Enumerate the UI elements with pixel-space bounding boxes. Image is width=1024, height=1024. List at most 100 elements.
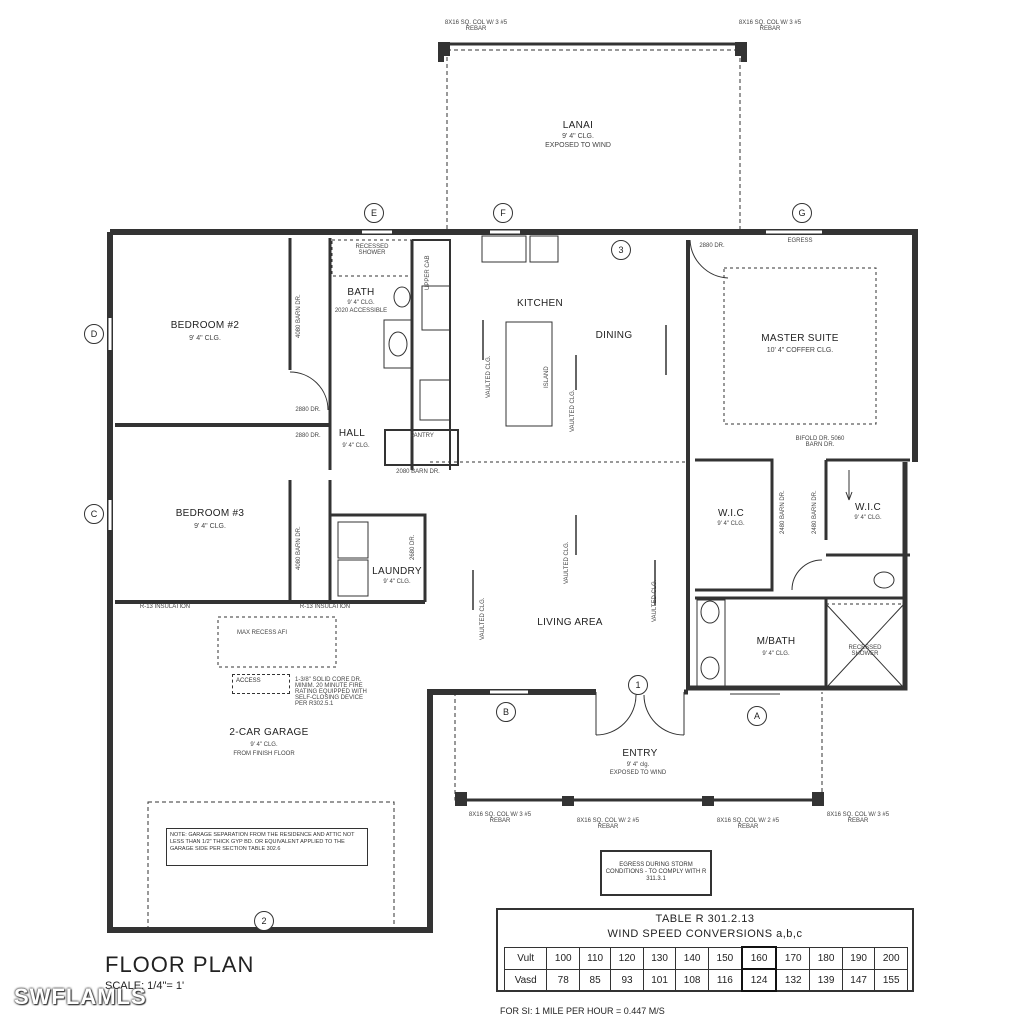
vult-label: Vult [503, 946, 548, 970]
kitchen-label: KITCHEN [517, 298, 563, 309]
max-recess-note: MAX RECESS AFI [236, 630, 288, 636]
door-marker-3: 3 [611, 240, 631, 260]
watermark-logo: SWFLAMLS [14, 984, 147, 1009]
dining-label: DINING [595, 330, 633, 341]
wic2-label: W.I.C [855, 502, 881, 513]
living-vaulted-note-1: VAULTED CLG. [480, 597, 486, 640]
entry-note: EXPOSED TO WIND [609, 770, 667, 776]
window-marker-d: D [84, 324, 104, 344]
vasd-cell: 155 [874, 968, 908, 992]
upper-cab-note: UPPER CAB [425, 255, 431, 290]
entry-ceiling: 9' 4" clg. [626, 762, 650, 768]
master-door-note: 2880 DR. [699, 243, 725, 249]
wic1-label: W.I.C [718, 508, 744, 519]
vult-cell: 180 [809, 946, 843, 970]
lanai-ceiling: 9' 4" CLG. [562, 133, 594, 140]
plan-title: FLOOR PLAN [105, 952, 255, 977]
vasd-cell: 108 [675, 968, 709, 992]
vult-cell: 120 [610, 946, 644, 970]
entry-col-note-1: 8X16 SQ. COL W/ 3 #5 REBAR [468, 812, 532, 824]
vasd-cell: 93 [610, 968, 644, 992]
hall-ceiling: 9' 4" CLG. [342, 443, 370, 449]
entry-label: ENTRY [622, 748, 658, 759]
wic2-ceiling: 9' 4" CLG. [854, 515, 882, 521]
vasd-cell: 132 [775, 968, 811, 992]
wic1-ceiling: 9' 4" CLG. [717, 521, 745, 527]
laundry-label: LAUNDRY [372, 566, 422, 577]
window-marker-b: B [496, 702, 516, 722]
vult-cell: 130 [642, 946, 677, 970]
bedroom2-door-note: 2880 DR. [295, 407, 321, 413]
wind-speed-table: TABLE R 301.2.13 WIND SPEED CONVERSIONS … [496, 908, 914, 992]
pantry-door-note: 2080 BARN DR. [396, 469, 440, 475]
master-suite-label: MASTER SUITE [761, 333, 839, 344]
mbath-ceiling: 9' 4" CLG. [762, 651, 790, 657]
vult-cell: 160 [740, 946, 778, 970]
egress-storm-note: EGRESS DURING STORM CONDITIONS - TO COMP… [600, 850, 712, 896]
vasd-cell: 147 [841, 968, 876, 992]
lanai-col-left-note: 8X16 SQ. COL W/ 3 #5 REBAR [444, 20, 508, 32]
vult-cell: 100 [546, 946, 581, 970]
vasd-cell: 101 [642, 968, 677, 992]
garage-insulation-left: R-13 INSULATION [139, 604, 191, 610]
bedroom2-closet-note: 4080 BARN DR. [296, 294, 302, 338]
vult-cell: 140 [675, 946, 709, 970]
garage-separation-note: NOTE: GARAGE SEPARATION FROM THE RESIDEN… [166, 828, 368, 866]
lanai-label: LANAI [562, 120, 594, 131]
wic2-door-note: 2480 BARN DR. [812, 490, 818, 534]
entry-col-note-4: 8X16 SQ. COL W/ 3 #5 REBAR [826, 812, 890, 824]
vasd-cell: 85 [579, 968, 612, 992]
bath-label: BATH [347, 287, 375, 298]
vasd-cell: 78 [546, 968, 581, 992]
bedroom2-label: BEDROOM #2 [170, 320, 240, 331]
vult-cell: 170 [775, 946, 811, 970]
garage-ceiling: 9' 4" CLG. [250, 742, 278, 748]
window-marker-c: C [84, 504, 104, 524]
mbath-label: M/BATH [756, 636, 796, 647]
attic-access: ACCESS [232, 674, 290, 694]
vult-cell: 150 [707, 946, 743, 970]
entry-col-note-2: 8X16 SQ. COL W/ 2 #5 REBAR [576, 818, 640, 830]
wind-table-footnote: FOR SI: 1 MILE PER HOUR = 0.447 M/S [500, 1006, 665, 1016]
window-marker-g: G [792, 203, 812, 223]
bath-note: 2020 ACCESSIBLE [334, 308, 388, 314]
window-marker-e: E [364, 203, 384, 223]
lanai-note: EXPOSED TO WIND [545, 142, 611, 149]
vasd-cell: 116 [707, 968, 743, 992]
hall-shower-note: RECESSED SHOWER [355, 244, 389, 256]
island-label: ISLAND [544, 366, 550, 388]
door-marker-2: 2 [254, 911, 274, 931]
lanai-col-right-note: 8X16 SQ. COL W/ 3 #5 REBAR [738, 20, 802, 32]
kitchen-vaulted-note: VAULTED CLG. [486, 355, 492, 398]
vult-cell: 110 [579, 946, 612, 970]
door-marker-1: 1 [628, 675, 648, 695]
master-shower-note: RECESSED SHOWER [848, 645, 882, 657]
vult-cell: 200 [874, 946, 908, 970]
plan-scale: SCALE: 1/4"= 1' [105, 980, 185, 992]
living-area-label: LIVING AREA [537, 617, 603, 628]
dining-vaulted-note: VAULTED CLG. [570, 389, 576, 432]
entry-col-note-3: 8X16 SQ. COL W/ 2 #5 REBAR [716, 818, 780, 830]
laundry-door-note: 2680 DR. [410, 534, 416, 560]
bedroom2-ceiling: 9' 4" CLG. [189, 335, 221, 342]
wind-table-subtitle: WIND SPEED CONVERSIONS a,b,c [607, 928, 803, 940]
vult-cell: 190 [841, 946, 876, 970]
bedroom3-ceiling: 9' 4" CLG. [194, 523, 226, 530]
bedroom3-door-note: 2880 DR. [295, 433, 321, 439]
window-marker-f: F [493, 203, 513, 223]
bath-ceiling: 9' 4" CLG. [347, 300, 375, 306]
garage-floor-note: FROM FINISH FLOOR [233, 751, 295, 757]
master-suite-ceiling: 10' 4" COFFER CLG. [766, 347, 834, 354]
vasd-cell: 139 [809, 968, 843, 992]
wic1-door-note: 2480 BARN DR. [780, 490, 786, 534]
garage-door-note: 1-3/8" SOLID CORE DR. MINIM. 20 MINUTE F… [295, 677, 367, 707]
pantry-label: PANTRY [410, 433, 434, 439]
bifold-note: BIFOLD DR. 5060 BARN DR. [795, 436, 845, 448]
hall-label: HALL [338, 428, 366, 439]
bedroom3-label: BEDROOM #3 [175, 508, 245, 519]
vasd-label: Vasd [503, 968, 548, 992]
living-vaulted-note-3: VAULTED CLG. [652, 579, 658, 622]
wind-table-title: TABLE R 301.2.13 [655, 913, 755, 925]
garage-label: 2-CAR GARAGE [229, 727, 309, 738]
